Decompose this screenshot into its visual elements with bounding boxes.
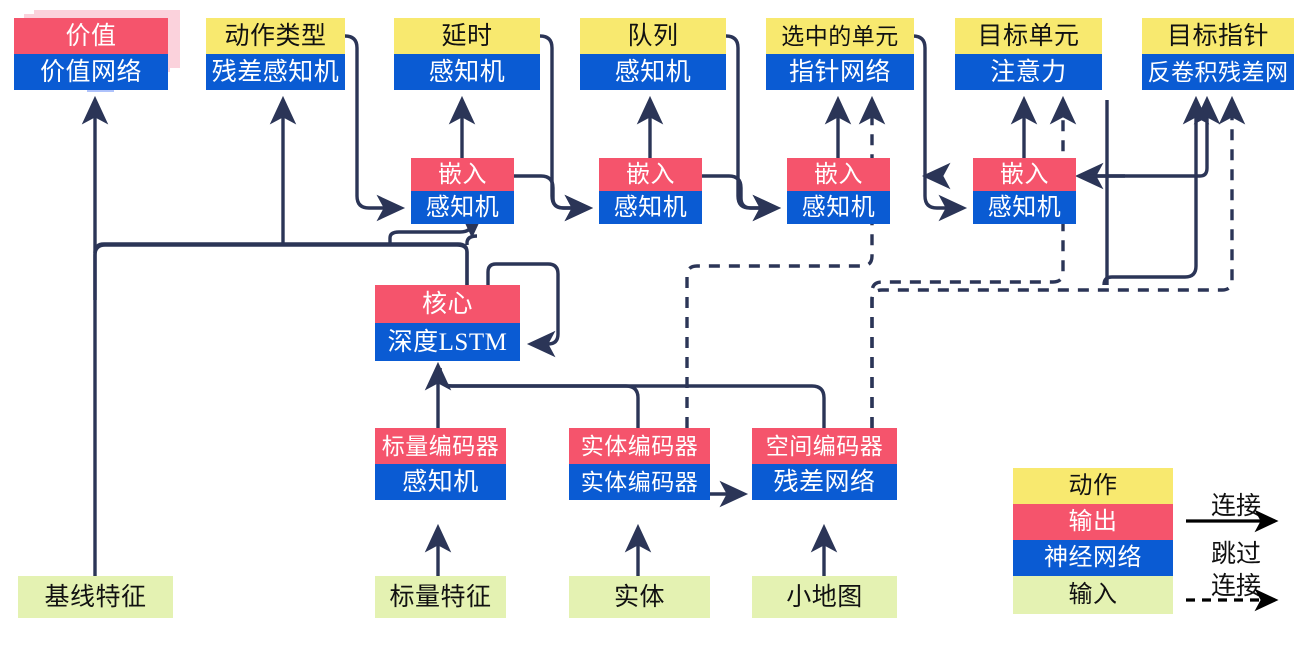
embed-4-output-label: 嵌入: [973, 158, 1076, 191]
entity-encoder-output-label: 实体编码器: [569, 428, 710, 464]
spatial-encoder-network-label: 残差网络: [752, 464, 897, 500]
value-network-label: 价值网络: [14, 54, 168, 90]
queued-network-label: 感知机: [580, 54, 726, 90]
wire-embed1-to-embed2: [514, 174, 594, 222]
node-scalar-encoder[interactable]: 标量编码器 感知机: [375, 428, 506, 500]
queued-output-label: 队列: [580, 18, 726, 54]
node-spatial-encoder[interactable]: 空间编码器 残差网络: [752, 428, 897, 500]
wire-core-bus-to-embed1: [388, 209, 486, 245]
action-type-output-label: 动作类型: [206, 18, 345, 54]
node-value[interactable]: 价值 价值网络: [14, 10, 180, 92]
delay-network-label: 感知机: [394, 54, 540, 90]
embed-4-network-label: 感知机: [973, 191, 1076, 224]
entity-encoder-network-label: 实体编码器: [569, 464, 710, 500]
legend-skip-label-2: 连接: [1210, 573, 1261, 600]
node-embed-3[interactable]: 嵌入 感知机: [787, 158, 890, 224]
node-embed-1[interactable]: 嵌入 感知机: [411, 158, 514, 224]
legend-swatch-network: 神经网络: [1013, 540, 1173, 576]
value-output-label: 价值: [14, 18, 168, 54]
legend-swatch-output: 输出: [1013, 504, 1173, 540]
target-point-output-label: 目标指针: [1142, 18, 1294, 54]
node-input-scalar-features[interactable]: 标量特征: [375, 576, 506, 618]
selected-units-output-label: 选中的单元: [766, 18, 914, 54]
legend-connection-label: 连接: [1210, 493, 1261, 520]
node-embed-2[interactable]: 嵌入 感知机: [599, 158, 702, 224]
action-type-network-label: 残差感知机: [206, 54, 345, 90]
node-selected-units[interactable]: 选中的单元 指针网络: [766, 18, 914, 90]
embed-2-output-label: 嵌入: [599, 158, 702, 191]
node-embed-4[interactable]: 嵌入 感知机: [973, 158, 1076, 224]
wire-entity-encoder-to-core: [438, 368, 640, 428]
spatial-encoder-output-label: 空间编码器: [752, 428, 897, 464]
node-target-unit[interactable]: 目标单元 注意力: [955, 18, 1102, 90]
skip-spatial-to-target-unit: [870, 95, 1077, 428]
embed-1-network-label: 感知机: [411, 191, 514, 224]
legend-skip-label-1: 跳过: [1210, 541, 1261, 568]
wire-embed2-to-embed3: [702, 174, 782, 222]
wire-spatial-encoder-to-core: [438, 368, 826, 428]
delay-output-label: 延时: [394, 18, 540, 54]
target-unit-network-label: 注意力: [955, 54, 1102, 90]
node-core[interactable]: 核心 深度LSTM: [375, 285, 520, 361]
wire-core-to-embed1: [465, 234, 478, 247]
node-queued[interactable]: 队列 感知机: [580, 18, 726, 90]
skip-entity-to-selected-units: [685, 95, 886, 428]
embed-3-network-label: 感知机: [787, 191, 890, 224]
scalar-encoder-output-label: 标量编码器: [375, 428, 506, 464]
core-network-label: 深度LSTM: [375, 323, 520, 361]
legend-swatch-action: 动作: [1013, 468, 1173, 504]
wire-embed4-to-target-point: [1079, 95, 1221, 178]
node-input-minimap[interactable]: 小地图: [752, 576, 897, 618]
legend-swatch-input: 输入: [1013, 576, 1173, 614]
node-input-entities[interactable]: 实体: [569, 576, 710, 618]
target-point-network-label: 反卷积残差网: [1142, 54, 1294, 90]
embed-2-network-label: 感知机: [599, 191, 702, 224]
scalar-encoder-network-label: 感知机: [375, 464, 506, 500]
core-output-label: 核心: [375, 285, 520, 323]
wire-action-type-to-embed1: [344, 34, 406, 222]
node-action-type[interactable]: 动作类型 残差感知机: [206, 18, 345, 90]
node-input-baseline-features[interactable]: 基线特征: [18, 576, 173, 618]
node-entity-encoder[interactable]: 实体编码器 实体编码器: [569, 428, 710, 500]
target-unit-output-label: 目标单元: [955, 18, 1102, 54]
selected-units-network-label: 指针网络: [766, 54, 914, 90]
embed-1-output-label: 嵌入: [411, 158, 514, 191]
node-delay[interactable]: 延时 感知机: [394, 18, 540, 90]
wire-embed4-bus-to-target-point-v: [1102, 95, 1210, 286]
embed-3-output-label: 嵌入: [787, 158, 890, 191]
node-target-point[interactable]: 目标指针 反卷积残差网: [1142, 18, 1294, 90]
legend: 动作 输出 神经网络 输入: [1013, 468, 1173, 614]
skip-spatial-to-target-point: [870, 95, 1246, 428]
